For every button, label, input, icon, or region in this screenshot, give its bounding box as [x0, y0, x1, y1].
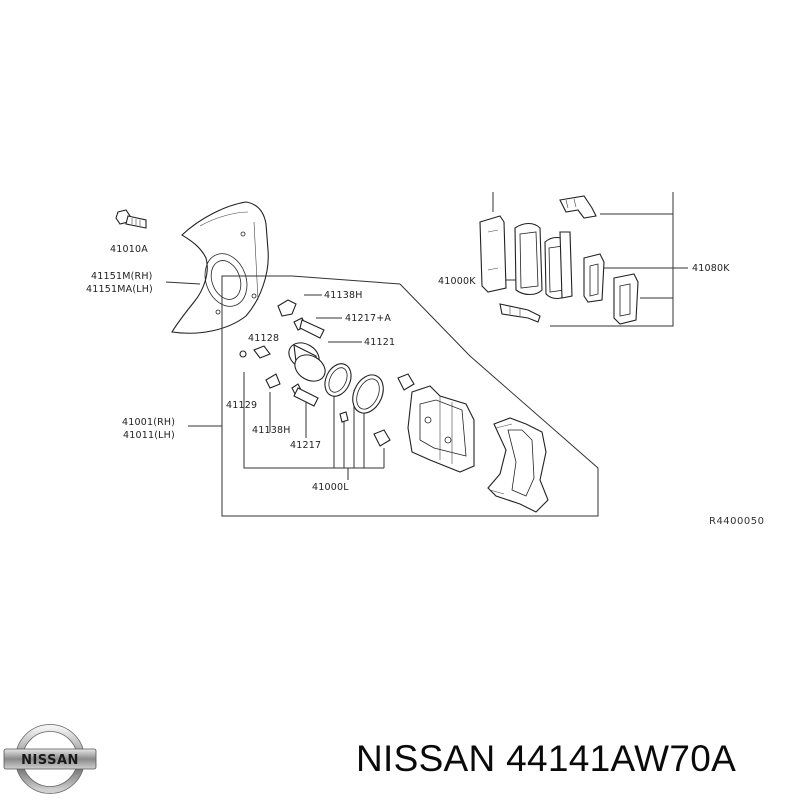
nissan-logo-text: NISSAN: [21, 753, 79, 768]
label-41121: 41121: [364, 337, 395, 348]
label-41011-lh: 41011(LH): [123, 430, 175, 441]
caliper-body-drawing: [407, 385, 549, 513]
label-41217: 41217: [290, 440, 321, 451]
label-41151ma-lh: 41151MA(LH): [86, 284, 153, 295]
label-41138h-bottom: 41138H: [252, 425, 291, 436]
reference-code: R4400050: [709, 516, 764, 527]
brake-pads-drawing: [479, 195, 639, 325]
label-41151m-rh: 41151M(RH): [91, 271, 153, 282]
label-41010a: 41010A: [110, 244, 148, 255]
caliper-small-parts-drawing: [239, 299, 415, 447]
label-41001-rh: 41001(RH): [122, 417, 175, 428]
caliper-assembly-box: [221, 275, 599, 517]
label-41129: 41129: [226, 400, 257, 411]
dust-shield-drawing: [171, 201, 269, 334]
label-41000k: 41000K: [438, 276, 476, 287]
label-41138h-top: 41138H: [324, 290, 363, 301]
bolt-41010a-drawing: [115, 209, 147, 229]
label-41128: 41128: [248, 333, 279, 344]
pad-kit-bracket-lines: [486, 192, 688, 327]
nissan-logo: NISSAN: [3, 724, 97, 794]
label-41080k: 41080K: [692, 263, 730, 274]
label-41217a: 41217+A: [345, 313, 391, 324]
part-number-caption: NISSAN 44141AW70A: [356, 738, 737, 779]
label-41000l: 41000L: [312, 482, 349, 493]
